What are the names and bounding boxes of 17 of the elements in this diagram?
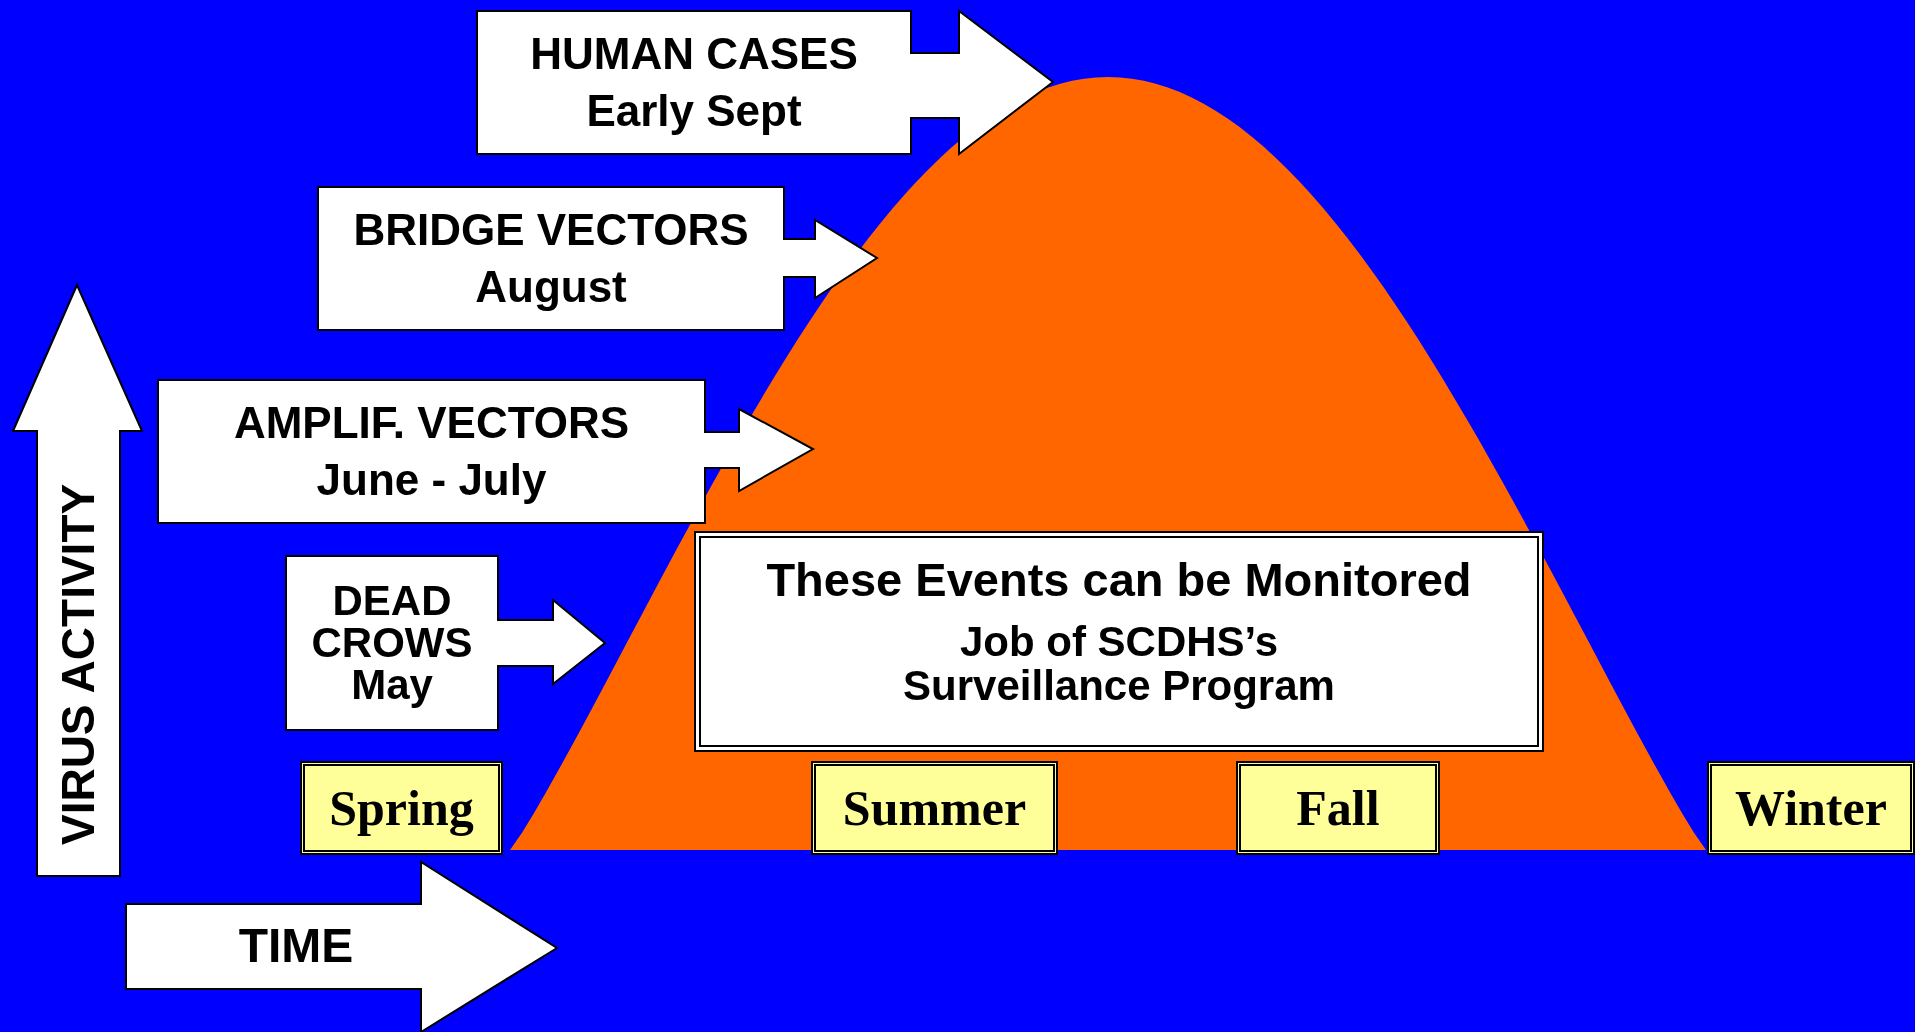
callout-heading: BRIDGE VECTORS [353, 204, 749, 256]
callout-date: June - July [316, 454, 547, 506]
season-label-box: Spring [300, 761, 503, 855]
season-label-box: Summer [811, 761, 1058, 855]
axis-label: TIME [237, 918, 355, 974]
note-heading: These Events can be Monitored [765, 552, 1473, 608]
callout-date: August [475, 261, 627, 313]
season-label-box: Fall [1236, 761, 1440, 855]
note-text: Job of SCDHS’s Surveillance Program [902, 620, 1336, 709]
callout-date: May [351, 664, 433, 706]
callout-date: Early Sept [586, 85, 802, 137]
monitoring-note-box [694, 531, 1544, 752]
axis-label: VIRUS ACTIVITY [51, 482, 105, 848]
season-label-box: Winter [1707, 761, 1915, 855]
callout-heading: HUMAN CASES [530, 28, 858, 80]
callout-heading: AMPLIF. VECTORS [233, 397, 630, 449]
callout-heading: DEAD CROWS [310, 580, 474, 664]
